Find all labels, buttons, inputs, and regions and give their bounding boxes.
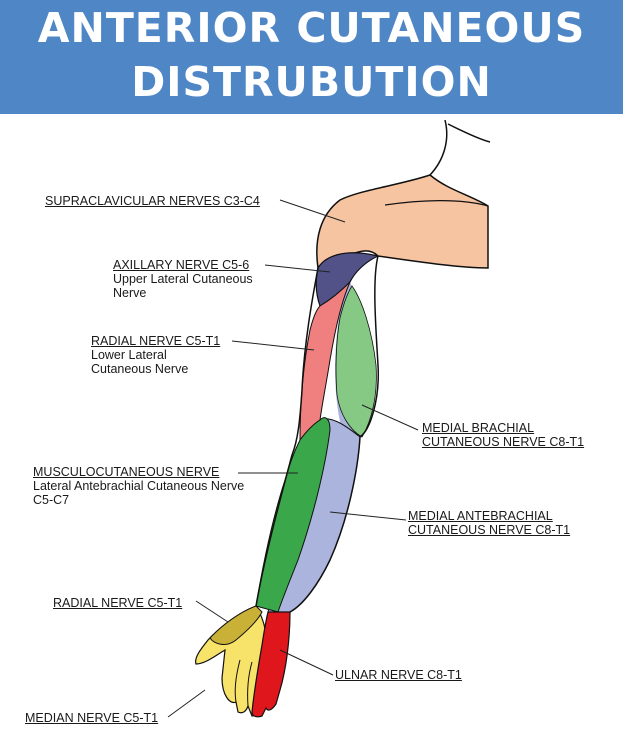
arm-outline bbox=[255, 267, 319, 607]
leader-radial-upper bbox=[231, 340, 315, 351]
leader-medial-antebrachial bbox=[329, 511, 407, 521]
musculocutaneous-sub-1: Lateral Antebrachial Cutaneous Nerve bbox=[33, 479, 245, 493]
musculocutaneous-heading: MUSCULOCUTANEOUS NERVE bbox=[33, 465, 220, 479]
leader-supraclavicular bbox=[279, 199, 346, 223]
medial-antebrachial-heading-1: MEDIAL ANTEBRACHIAL bbox=[408, 509, 553, 523]
label-medial-antebrachial: MEDIAL ANTEBRACHIAL CUTANEOUS NERVE C8-T… bbox=[408, 509, 570, 537]
medial-brachial-heading-2: CUTANEOUS NERVE C8-T1 bbox=[422, 435, 585, 449]
arm-outline-medial bbox=[289, 255, 379, 613]
radial-nerve-hand-region bbox=[209, 605, 263, 645]
leader-median bbox=[167, 689, 206, 718]
radial-upper-sub-2: Cutaneous Nerve bbox=[91, 362, 189, 376]
supraclavicular-heading: SUPRACLAVICULAR NERVES C3-C4 bbox=[45, 194, 260, 208]
label-supraclavicular: SUPRACLAVICULAR NERVES C3-C4 bbox=[45, 194, 260, 208]
leader-lines bbox=[167, 199, 419, 718]
median-heading: MEDIAN NERVE C5-T1 bbox=[25, 711, 159, 725]
title-line-1: ANTERIOR CUTANEOUS bbox=[37, 4, 586, 52]
label-axillary: AXILLARY NERVE C5-6 Upper Lateral Cutane… bbox=[113, 258, 253, 300]
leader-medial-brachial bbox=[361, 404, 419, 431]
label-radial-upper: RADIAL NERVE C5-T1 Lower Lateral Cutaneo… bbox=[91, 334, 220, 376]
label-ulnar: ULNAR NERVE C8-T1 bbox=[335, 668, 462, 682]
title-line-2: DISTRUBUTION bbox=[131, 58, 492, 106]
label-radial-hand: RADIAL NERVE C5-T1 bbox=[53, 596, 182, 610]
leader-radial-hand bbox=[195, 600, 229, 623]
axillary-sub-2: Nerve bbox=[113, 286, 147, 300]
medial-brachial-region bbox=[335, 285, 377, 438]
title-banner: ANTERIOR CUTANEOUS DISTRUBUTION bbox=[0, 0, 623, 114]
neck-outline bbox=[429, 119, 448, 176]
chin-outline bbox=[447, 123, 491, 143]
radial-hand-heading: RADIAL NERVE C5-T1 bbox=[53, 596, 183, 610]
axillary-heading: AXILLARY NERVE C5-6 bbox=[113, 258, 250, 272]
finger-line-1 bbox=[234, 659, 241, 703]
radial-upper-sub-1: Lower Lateral bbox=[91, 348, 167, 362]
leader-axillary bbox=[264, 264, 331, 273]
label-medial-brachial: MEDIAL BRACHIAL CUTANEOUS NERVE C8-T1 bbox=[422, 421, 584, 449]
finger-line-2 bbox=[247, 661, 253, 707]
clavicle-line bbox=[384, 200, 489, 207]
ulnar-heading: ULNAR NERVE C8-T1 bbox=[335, 668, 462, 682]
radial-upper-heading: RADIAL NERVE C5-T1 bbox=[91, 334, 221, 348]
leader-ulnar bbox=[279, 649, 334, 676]
axillary-sub-1: Upper Lateral Cutaneous bbox=[113, 272, 253, 286]
medial-antebrachial-heading-2: CUTANEOUS NERVE C8-T1 bbox=[408, 523, 571, 537]
ulnar-nerve-region bbox=[251, 611, 291, 718]
label-median: MEDIAN NERVE C5-T1 bbox=[25, 711, 158, 725]
medial-brachial-heading-1: MEDIAL BRACHIAL bbox=[422, 421, 535, 435]
musculocutaneous-sub-2: C5-C7 bbox=[33, 493, 70, 507]
label-musculocutaneous: MUSCULOCUTANEOUS NERVE Lateral Antebrach… bbox=[33, 465, 244, 507]
